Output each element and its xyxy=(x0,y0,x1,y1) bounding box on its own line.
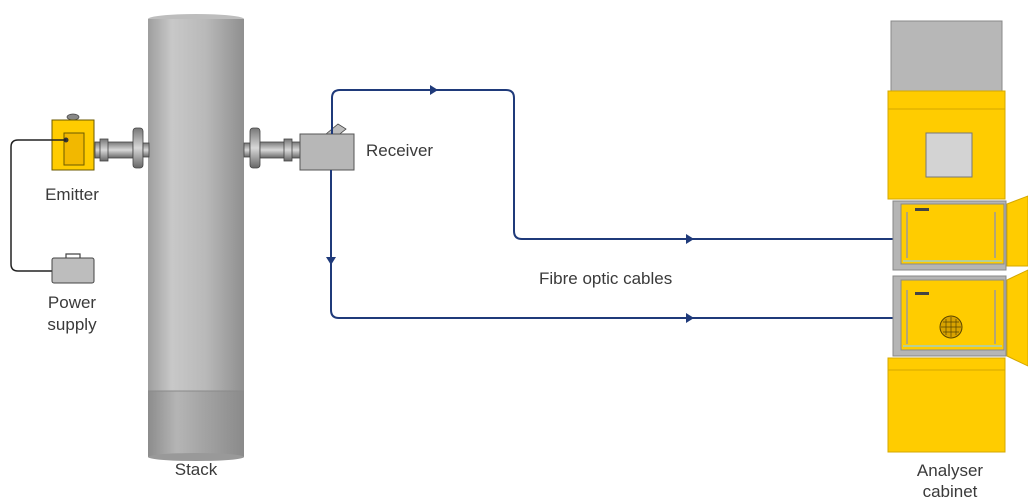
power-supply-label-line1: Power xyxy=(47,293,97,312)
receiver-icon xyxy=(299,123,355,171)
arrow-icon xyxy=(326,257,336,265)
receiver-label: Receiver xyxy=(366,141,434,160)
power-supply-icon xyxy=(51,253,95,284)
emitter-flange-icon xyxy=(94,127,150,169)
arrow-icon xyxy=(686,313,694,323)
fibre-optic-cables-label: Fibre optic cables xyxy=(539,269,673,288)
receiver-flange-icon xyxy=(243,127,301,169)
analyser-cabinet-icon xyxy=(887,20,1028,453)
cable-arrows xyxy=(326,85,694,323)
emitter-icon xyxy=(51,113,95,171)
power-cable xyxy=(10,139,66,272)
arrow-icon xyxy=(686,234,694,244)
analyser-cabinet-label-line1: Analyser xyxy=(916,461,984,480)
stack xyxy=(148,14,244,461)
fibre-optic-cables xyxy=(330,89,905,319)
stack-label: Stack xyxy=(174,460,218,479)
power-supply-label-line2: supply xyxy=(47,315,97,334)
analyser-cabinet-label-line2: cabinet xyxy=(922,482,978,501)
emitter-label: Emitter xyxy=(45,185,99,204)
arrow-icon xyxy=(430,85,438,95)
